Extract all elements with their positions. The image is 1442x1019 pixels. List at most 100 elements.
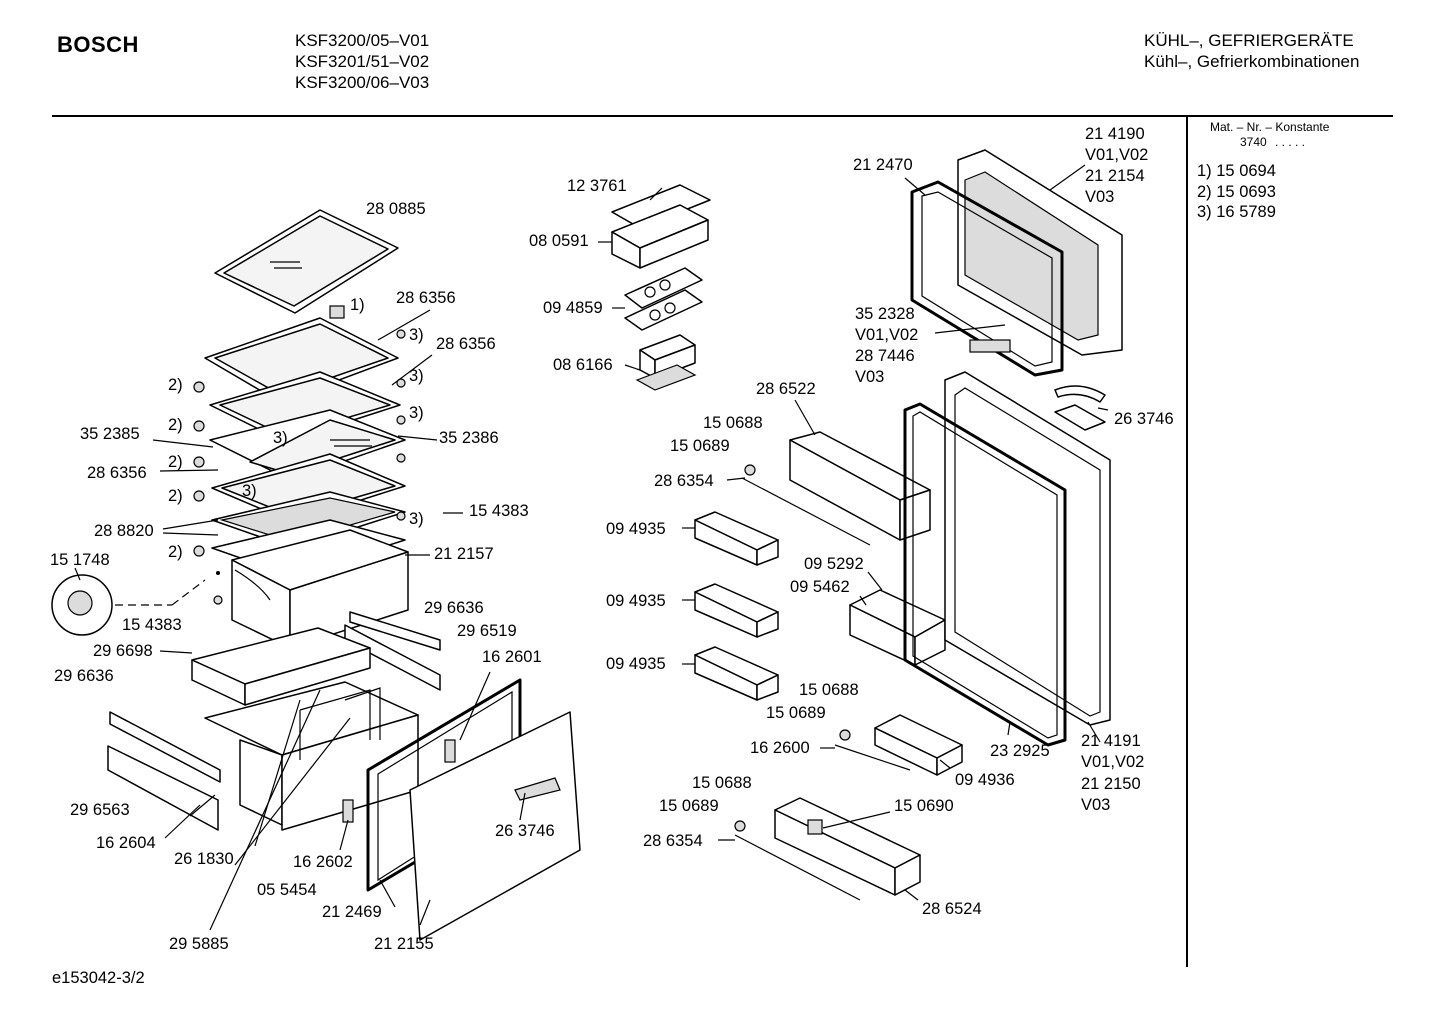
bottle-retainer-bar xyxy=(834,744,911,771)
part-label: 28 6356 xyxy=(87,464,147,482)
bottle-bin xyxy=(774,797,921,896)
part-label: 2) xyxy=(168,376,183,394)
part-label: 21 2157 xyxy=(434,545,494,563)
part-label: 09 4936 xyxy=(955,771,1015,789)
part-label: V03 xyxy=(1081,796,1111,814)
part-label: 35 2386 xyxy=(439,429,499,447)
legend-item: 3) 16 5789 xyxy=(1197,203,1276,221)
part-label: 15 0690 xyxy=(894,797,954,815)
part-label: 16 2604 xyxy=(96,834,156,852)
door-bin-small xyxy=(694,646,779,701)
part-label: 05 5454 xyxy=(257,881,317,899)
part-label: 15 0688 xyxy=(692,774,752,792)
part-label: 15 1748 xyxy=(50,551,110,569)
part-label: 3) xyxy=(409,326,424,344)
part-label: 35 2385 xyxy=(80,425,140,443)
part-label: 21 2470 xyxy=(853,156,913,174)
part-label: 28 6524 xyxy=(922,900,982,918)
part-label: 3) xyxy=(273,429,288,447)
door-bin-small xyxy=(694,583,779,638)
part-label: 2) xyxy=(168,543,183,561)
part-label: 1) xyxy=(350,296,365,314)
model-number: KSF3201/51–V02 xyxy=(295,52,430,71)
legend-item: 1) 15 0694 xyxy=(1197,162,1276,180)
egg-trays xyxy=(624,267,703,331)
category-subtitle: Kühl–, Gefrierkombinationen xyxy=(1144,52,1360,71)
part-label: 28 7446 xyxy=(855,347,915,365)
door-bin-divider xyxy=(849,589,946,666)
part-label: V03 xyxy=(1085,188,1115,206)
part-label: 2) xyxy=(168,416,183,434)
part-label: 28 6356 xyxy=(396,289,456,307)
category-title: KÜHL–, GEFRIERGERÄTE xyxy=(1144,31,1354,50)
part-label: 21 4190 xyxy=(1085,125,1145,143)
model-number: KSF3200/05–V01 xyxy=(295,31,430,50)
freezer-door-panel xyxy=(342,711,581,941)
glass-shelf xyxy=(209,409,406,481)
fridge-door-gasket xyxy=(903,402,1067,747)
part-label: 29 5885 xyxy=(169,935,229,953)
legend-divider xyxy=(1186,116,1188,967)
part-label: 15 0689 xyxy=(670,437,730,455)
part-label: 3) xyxy=(242,482,257,500)
part-label: 16 2601 xyxy=(482,648,542,666)
part-label: 21 4191 xyxy=(1081,732,1141,750)
part-label: 35 2328 xyxy=(855,305,915,323)
part-label: 3) xyxy=(409,367,424,385)
part-label: 28 6354 xyxy=(643,832,703,850)
part-label: 2) xyxy=(168,453,183,471)
part-label: 09 5292 xyxy=(804,555,864,573)
part-label: 21 2155 xyxy=(374,935,434,953)
brand-logo: BOSCH xyxy=(57,32,139,57)
part-label: 21 2150 xyxy=(1081,775,1141,793)
part-label: 29 6636 xyxy=(54,667,114,685)
part-label: 26 1830 xyxy=(174,850,234,868)
part-label: 28 6356 xyxy=(436,335,496,353)
fridge-door-outer xyxy=(944,371,1111,726)
legend-title: Mat. – Nr. – Konstante xyxy=(1210,120,1330,134)
part-label: 09 5462 xyxy=(790,578,850,596)
freezer-drawer xyxy=(204,681,419,831)
door-bin-small xyxy=(694,511,779,566)
ice-cube-tray-box xyxy=(611,184,711,269)
part-label: 2) xyxy=(168,487,183,505)
part-label: 09 4935 xyxy=(606,520,666,538)
glass-shelf xyxy=(209,371,401,443)
leader-lines-mid xyxy=(598,187,663,371)
leader-lines-bins xyxy=(682,399,951,901)
bottle-retainer-bar xyxy=(734,834,861,901)
part-label: 15 0688 xyxy=(703,414,763,432)
part-label: 28 6522 xyxy=(756,380,816,398)
part-label: 28 8820 xyxy=(94,522,154,540)
shelf-support-clips xyxy=(193,329,406,557)
door-bin-medium xyxy=(874,714,963,776)
handle-parts xyxy=(969,339,1106,431)
part-label: 28 0885 xyxy=(366,200,426,218)
part-label: 09 4859 xyxy=(543,299,603,317)
part-label: 08 6166 xyxy=(553,356,613,374)
part-label: 29 6636 xyxy=(424,599,484,617)
part-label: 3) xyxy=(409,404,424,422)
part-label: V03 xyxy=(855,368,885,386)
part-label: 16 2602 xyxy=(293,853,353,871)
part-label: 15 0689 xyxy=(659,797,719,815)
part-label: 21 2154 xyxy=(1085,167,1145,185)
model-number: KSF3200/06–V03 xyxy=(295,73,430,92)
drawer-rails-lower xyxy=(107,711,221,831)
butter-dish xyxy=(635,334,697,391)
drawer-tray xyxy=(191,627,371,706)
part-label: 15 4383 xyxy=(122,616,182,634)
part-label: 21 2469 xyxy=(322,903,382,921)
part-label: 23 2925 xyxy=(990,742,1050,760)
legend-dots: . . . . . xyxy=(1275,135,1306,149)
part-label: 08 0591 xyxy=(529,232,589,250)
leader-lines-left xyxy=(74,309,526,931)
part-label: 12 3761 xyxy=(567,177,627,195)
freezer-door-gasket xyxy=(910,180,1064,377)
glass-shelf xyxy=(204,305,399,403)
part-label: 09 4935 xyxy=(606,655,666,673)
document-id: e153042-3/2 xyxy=(52,969,145,987)
part-label: V01,V02 xyxy=(1085,146,1149,164)
drawer-rails-upper xyxy=(344,611,441,691)
header-rule xyxy=(52,115,1393,117)
